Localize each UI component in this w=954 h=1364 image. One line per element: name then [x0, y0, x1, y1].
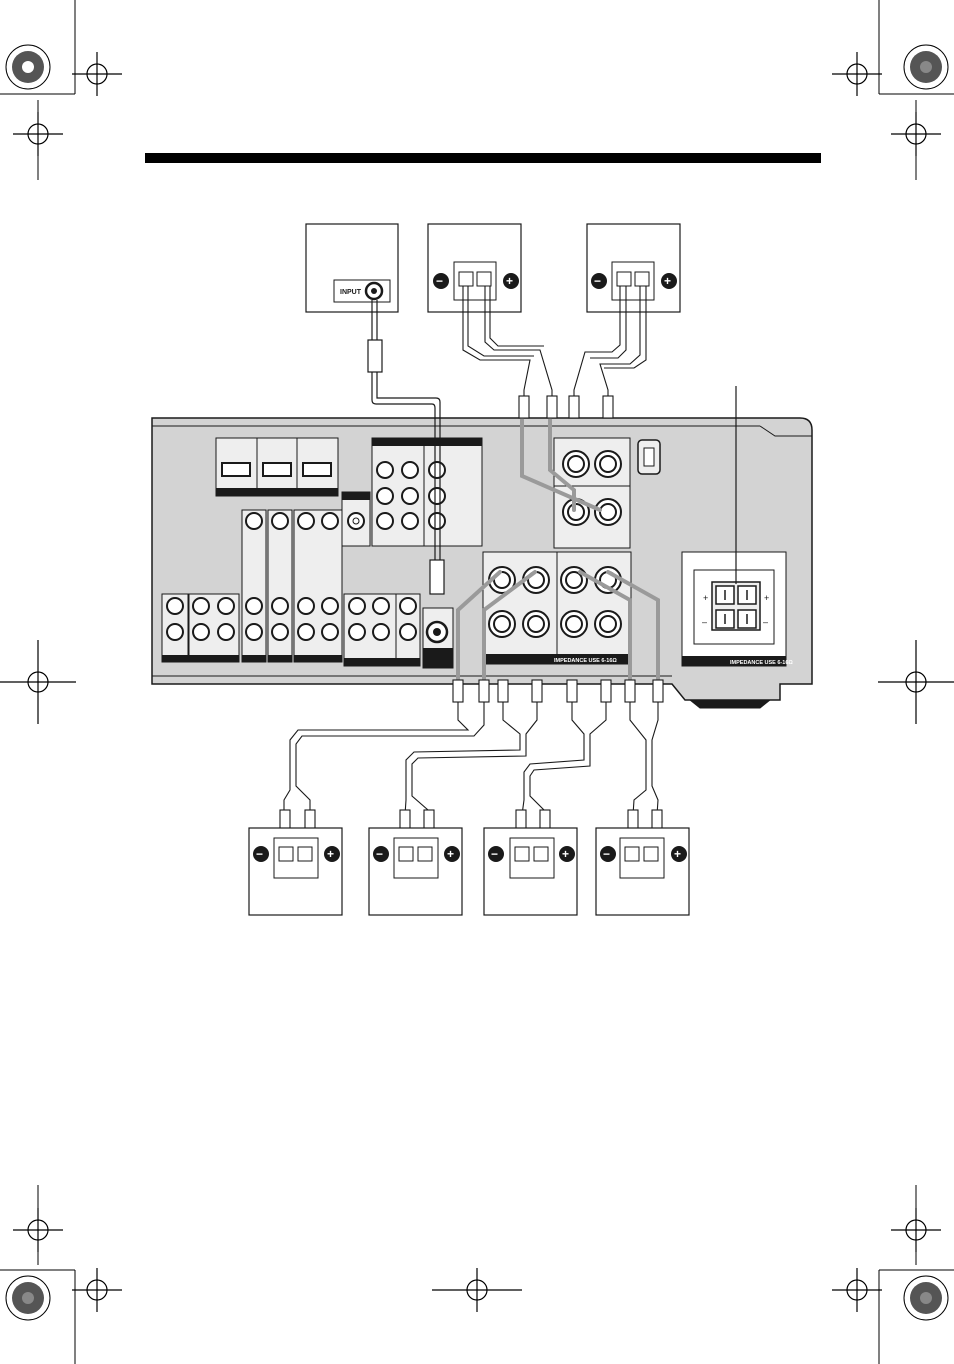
hdmi-port-icon: [303, 463, 331, 476]
speaker-minus: −: [256, 847, 263, 861]
rear-speaker-cables: [280, 680, 663, 840]
registration-target-icon: [891, 1208, 941, 1252]
registration-target-icon: [878, 640, 954, 724]
sunburst-mark-bl: [6, 1276, 50, 1320]
speaker-minus: −: [594, 274, 601, 288]
registration-target-icon: [891, 112, 941, 156]
impedance-label-side: IMPEDANCE USE 6-16Ω: [730, 660, 793, 666]
subwoofer-input-label: INPUT: [340, 289, 362, 296]
rca-jack-icon: [427, 622, 447, 642]
registration-target-icon: [13, 1208, 63, 1252]
side-minus-left: –: [702, 617, 707, 627]
speaker-front-right: − +: [587, 224, 680, 312]
speaker-surround-back-left: − +: [484, 828, 577, 915]
registration-target-icon: [0, 640, 76, 724]
side-plus-right: +: [764, 593, 769, 603]
registration-target-icon: [832, 52, 882, 96]
subwoofer-box: INPUT: [306, 224, 398, 312]
speaker-plus: +: [674, 847, 681, 861]
registration-target-icon: [72, 52, 122, 96]
sunburst-mark-tr: [904, 45, 948, 89]
sunburst-mark-tl: [6, 45, 50, 89]
side-plus-left: +: [703, 593, 708, 603]
speaker-minus: −: [603, 847, 610, 861]
impedance-label-main: IMPEDANCE USE 6-16Ω: [554, 658, 617, 664]
speaker-plus: +: [447, 847, 454, 861]
speaker-plus: +: [327, 847, 334, 861]
speaker-plus: +: [562, 847, 569, 861]
rca-jack-icon: [366, 283, 382, 299]
speaker-minus: −: [376, 847, 383, 861]
hdmi-port-icon: [263, 463, 291, 476]
heading-bar: [145, 153, 821, 163]
speaker-plus: +: [664, 274, 671, 288]
speaker-minus: −: [436, 274, 443, 288]
registration-target-icon: [832, 1268, 882, 1312]
registration-target-icon: [13, 112, 63, 156]
hdmi-port-icon: [222, 463, 250, 476]
speaker-minus: −: [491, 847, 498, 861]
sunburst-mark-br: [904, 1276, 948, 1320]
side-minus-right: –: [763, 617, 768, 627]
speaker-surround-left: − +: [249, 828, 342, 915]
speaker-surround-back-right: − +: [596, 828, 689, 915]
speaker-plus: +: [506, 274, 513, 288]
speaker-terminal-icon: [712, 582, 760, 630]
speaker-front-left: − +: [428, 224, 521, 312]
speaker-surround-right: − +: [369, 828, 462, 915]
registration-target-icon: [432, 1268, 522, 1312]
registration-target-icon: [72, 1268, 122, 1312]
